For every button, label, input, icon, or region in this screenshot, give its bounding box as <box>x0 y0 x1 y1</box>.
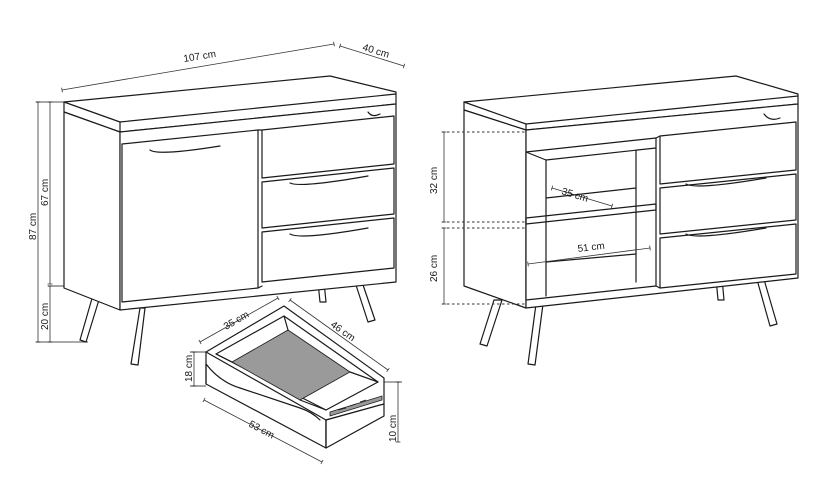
open-view-sideboard <box>463 75 799 366</box>
drawer-dimensions <box>190 295 402 465</box>
open-view-drawers <box>659 113 797 289</box>
shelf-width-label: 51 cm <box>577 241 605 255</box>
width-label: 107 cm <box>183 49 217 65</box>
upper-shelf-height-label: 32 cm <box>429 167 440 194</box>
body-height-label: 67 cm <box>40 179 51 206</box>
front-view-sideboard <box>63 75 397 366</box>
drawer-height-label: 18 cm <box>184 355 195 382</box>
front-view-dimensions <box>35 41 406 343</box>
leg-height-label: 20 cm <box>40 303 51 330</box>
open-view-dimensions <box>441 131 651 305</box>
lower-shelf-height-label: 26 cm <box>429 255 440 282</box>
front-view-drawers <box>261 111 395 283</box>
open-view-legs <box>479 275 778 366</box>
open-view-shelf <box>525 203 657 225</box>
front-view-side-panel <box>63 111 121 311</box>
depth-label: 40 cm <box>361 42 390 60</box>
drawer-front-height-label: 10 cm <box>388 415 399 442</box>
drawer-front-width-label: 53 cm <box>247 419 276 441</box>
total-height-label: 87 cm <box>28 213 39 240</box>
